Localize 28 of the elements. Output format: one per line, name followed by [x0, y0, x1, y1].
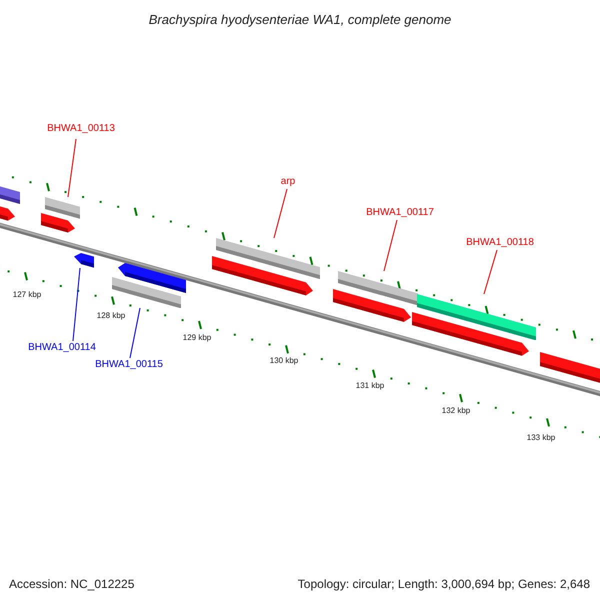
gene-bar — [338, 271, 418, 306]
accession-text: Accession: NC_012225 — [9, 576, 134, 593]
gene-label: arp — [280, 176, 296, 187]
scale-label: 132 kbp — [442, 405, 470, 417]
scale-label: 129 kbp — [182, 332, 212, 344]
gene-bar — [216, 238, 320, 280]
gene-label: BHWA1_00114 — [28, 342, 96, 353]
gene-label: BHWA1_00118 — [466, 237, 534, 248]
leader-line — [68, 138, 76, 198]
leader-line — [274, 188, 288, 238]
genome-info-text: Topology: circular; Length: 3,000,694 bp; Genes: 2,648 — [298, 576, 590, 593]
gene-bar — [74, 251, 94, 268]
scale-label: 131 kbp — [356, 380, 384, 392]
gene-bar — [112, 277, 181, 308]
gene-label: BHWA1_00113 — [47, 123, 115, 134]
scale-label: 127 kbp — [12, 289, 42, 301]
gene-label: BHWA1_00117 — [366, 207, 434, 218]
scale-label: 130 kbp — [270, 355, 298, 367]
leader-line — [384, 220, 398, 272]
leader-line — [130, 308, 140, 358]
gene-bar — [417, 294, 536, 340]
leader-line — [484, 250, 498, 294]
gene-label: BHWA1_00115 — [95, 359, 163, 370]
gene-bar — [45, 197, 80, 219]
leader-line — [72, 268, 80, 342]
title: Brachyspira hyodysenteriae WA1, complete genome — [148, 11, 452, 29]
scale-label: 128 kbp — [96, 310, 126, 322]
scale-label: 133 kbp — [526, 432, 556, 444]
